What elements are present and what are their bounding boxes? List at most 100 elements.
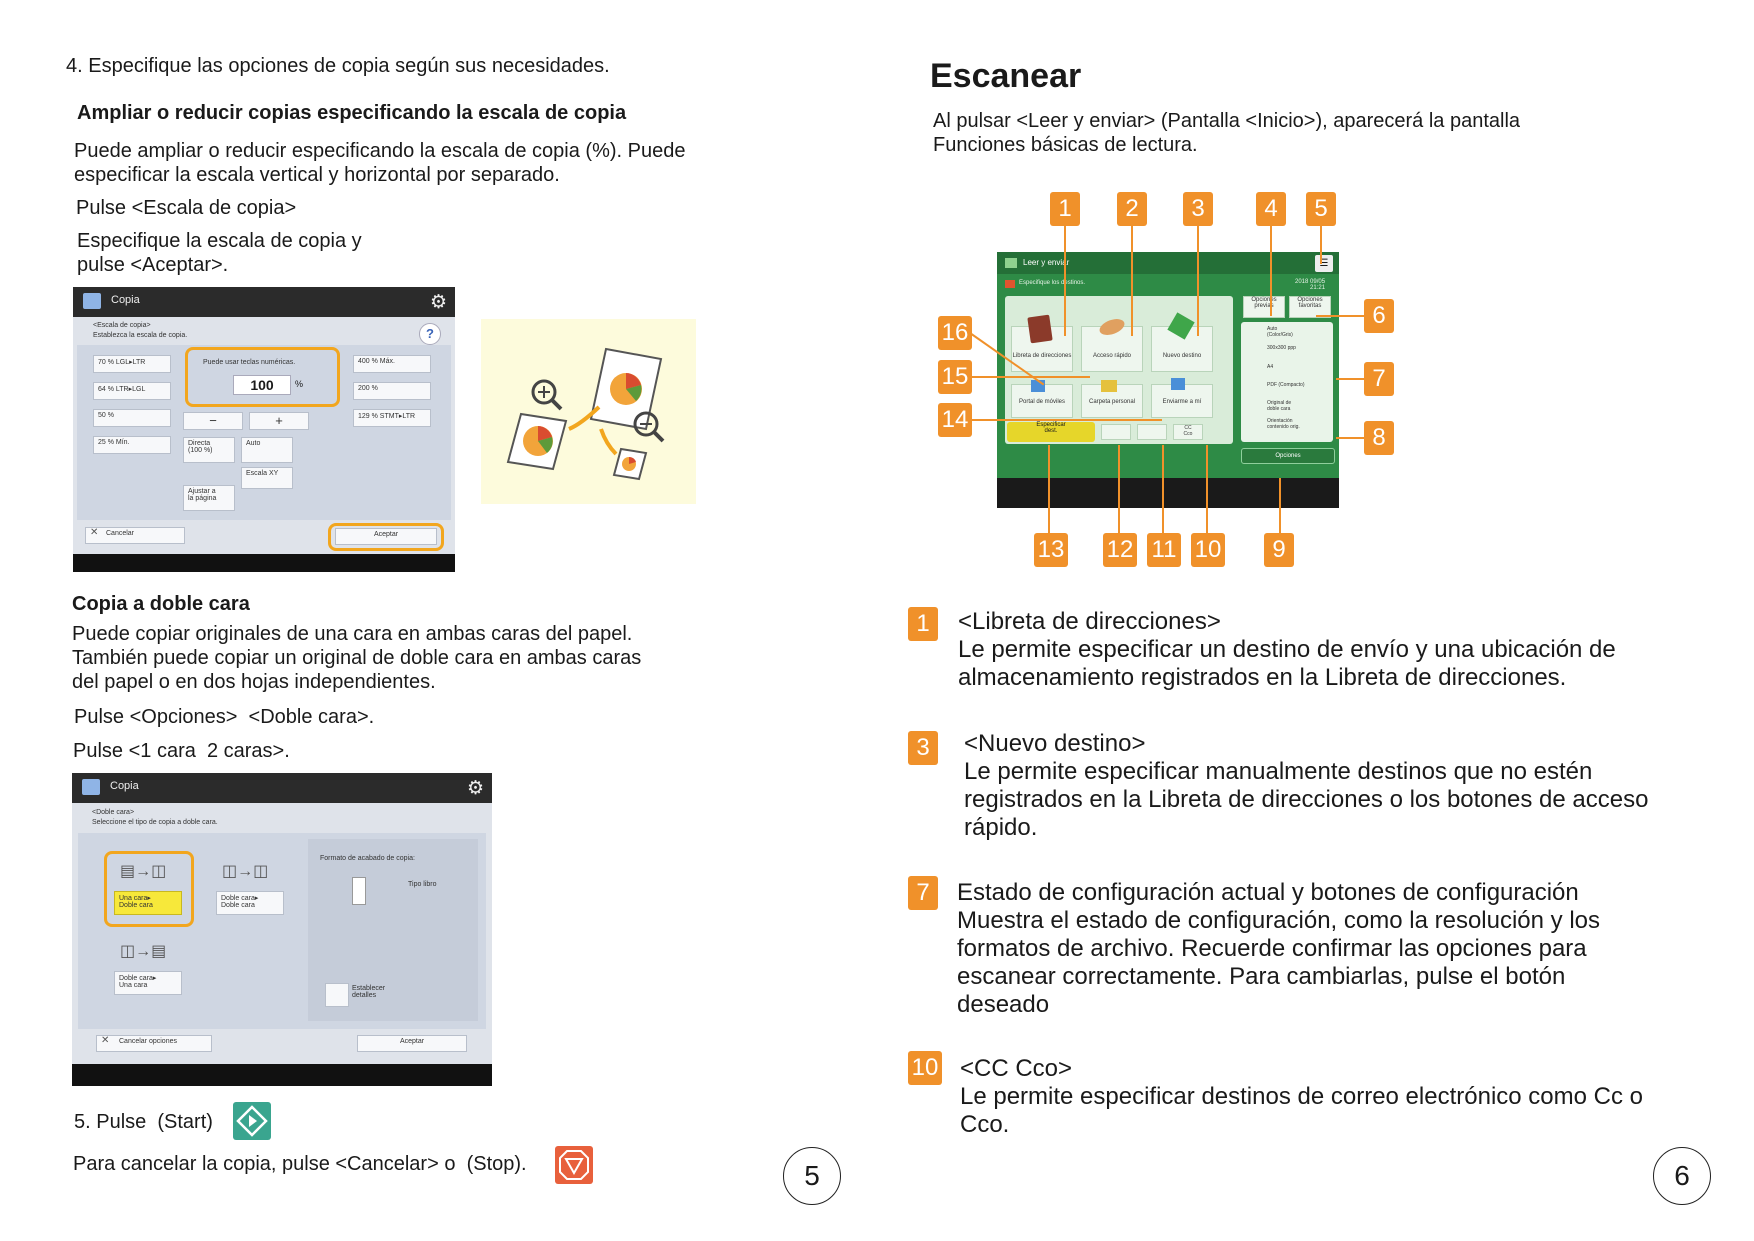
- scan-screen-footer: [997, 478, 1339, 508]
- ratio-value-field[interactable]: 100: [233, 375, 291, 395]
- ratio-preset-4[interactable]: 25 % Mín.: [93, 436, 171, 454]
- screen-title-bar: Copia ⚙: [72, 773, 492, 803]
- cc-bcc-button[interactable]: CC Cco: [1173, 424, 1203, 440]
- page-number-right: 6: [1653, 1147, 1711, 1205]
- zoom-illustration-svg: [506, 347, 665, 481]
- scan-screenshot: Leer y enviar ☰ Especifique los destinos…: [997, 252, 1339, 508]
- item-title-7: Estado de configuración actual y botones…: [957, 879, 1579, 906]
- duplex-paragraph-line-1: Puede copiar originales de una cara en a…: [72, 623, 633, 645]
- cancel-options-button[interactable]: Cancelar opciones: [96, 1035, 212, 1052]
- duplex-screenshot: Copia ⚙ <Doble cara> Seleccione el tipo …: [72, 773, 492, 1086]
- step-5-text: 5. Pulse (Start): [74, 1111, 213, 1133]
- one-to-two-sided-button[interactable]: Una cara▸ Doble cara: [114, 891, 182, 915]
- scan-date: 2018 09/05 21:21: [1295, 279, 1326, 291]
- item-line-7-3: escanear correctamente. Para cambiarlas,…: [957, 963, 1566, 990]
- item-line-7-2: formatos de archivo. Recuerde confirmar …: [957, 935, 1587, 962]
- zoom-out-icon: [633, 411, 665, 443]
- xy-ratio-button[interactable]: Escala XY: [241, 467, 293, 489]
- size-setting[interactable]: A4: [1267, 364, 1274, 370]
- two-to-one-sided-button[interactable]: Doble cara▸ Una cara: [114, 971, 182, 995]
- duplex-pulse-2: Pulse <1 cara 2 caras>.: [73, 740, 290, 762]
- item-line-7-4: deseado: [957, 991, 1050, 1018]
- ratio-preset-1[interactable]: 70 % LGL▸LTR: [93, 355, 171, 373]
- callout-2: 2: [1117, 192, 1147, 226]
- scale-paragraph-line-1: Puede ampliar o reducir especificando la…: [74, 140, 686, 162]
- detail-settings-button[interactable]: [325, 983, 349, 1007]
- scan-button-11[interactable]: [1137, 424, 1167, 440]
- fit-to-page-button[interactable]: Ajustar a la página: [183, 485, 235, 511]
- ratio-preset-5[interactable]: 400 % Máx.: [353, 355, 431, 373]
- item-title-3: <Nuevo destino>: [964, 730, 1146, 757]
- ratio-preset-6[interactable]: 200 %: [353, 382, 431, 400]
- callout-9: 9: [1264, 533, 1294, 567]
- duplex-heading: Copia a doble cara: [72, 593, 250, 615]
- scale-pulse-text: Pulse <Escala de copia>: [76, 197, 297, 219]
- ratio-preset-3[interactable]: 50 %: [93, 409, 171, 427]
- favorite-settings-button[interactable]: Opciones favoritas: [1289, 296, 1331, 318]
- duplex-option-highlight: [104, 851, 194, 927]
- small-page-icon: [612, 447, 648, 481]
- cancel-x-icon: ✕: [90, 527, 99, 538]
- duplex-pulse-1: Pulse <Opciones> <Doble cara>.: [74, 706, 375, 728]
- destination-prompt: Especifique los destinos.: [1019, 280, 1086, 286]
- options-button[interactable]: Opciones: [1241, 448, 1335, 464]
- menu-icon[interactable]: ☰: [1315, 255, 1333, 272]
- screen-title-bar: Copia ⚙: [73, 287, 455, 317]
- settings-gear-icon[interactable]: ⚙: [466, 778, 484, 799]
- item-line-3-1: Le permite especificar manualmente desti…: [964, 758, 1593, 785]
- finish-format-value: Tipo libro: [408, 881, 437, 888]
- callout-line-4: [1270, 224, 1272, 316]
- auto-ratio-button[interactable]: Auto: [241, 437, 293, 463]
- ratio-preset-7[interactable]: 129 % STMT▸LTR: [353, 409, 431, 427]
- callout-line-12: [1118, 445, 1120, 540]
- color-setting[interactable]: Auto (Color/Gris): [1267, 326, 1293, 338]
- callout-line-5: [1320, 224, 1322, 264]
- address-book-button[interactable]: Libreta de direcciones: [1011, 326, 1073, 372]
- accept-button[interactable]: Aceptar: [335, 528, 437, 545]
- callout-line-6: [1316, 315, 1366, 317]
- resolution-setting[interactable]: 300x300 ppp: [1267, 345, 1296, 351]
- duplex-paragraph-line-2: También puede copiar un original de dobl…: [72, 647, 642, 669]
- direct-ratio-button[interactable]: Directa (100 %): [183, 437, 235, 463]
- two-to-two-sided-button[interactable]: Doble cara▸ Doble cara: [216, 891, 284, 915]
- cancel-button[interactable]: Cancelar: [85, 527, 185, 544]
- scan-button-12[interactable]: [1101, 424, 1131, 440]
- item-badge-3: 3: [908, 731, 938, 765]
- previous-settings-button[interactable]: Opciones previas: [1243, 296, 1285, 318]
- increase-button[interactable]: +: [249, 412, 309, 430]
- item-line-7-1: Muestra el estado de configuración, como…: [957, 907, 1601, 934]
- item-badge-10: 10: [908, 1051, 942, 1085]
- settings-gear-icon[interactable]: ⚙: [429, 292, 447, 313]
- item-line-10-1: Le permite especificar destinos de corre…: [960, 1083, 1643, 1110]
- item-title-10: <CC Cco>: [960, 1055, 1073, 1082]
- callout-6: 6: [1364, 299, 1394, 333]
- settings-panel: [1241, 322, 1333, 442]
- shrink-arrow: [568, 405, 601, 431]
- duplex-page-icon: ◫→◫: [222, 863, 269, 880]
- callout-3: 3: [1183, 192, 1213, 226]
- duplex-original-setting[interactable]: Original de doble cara: [1267, 400, 1292, 412]
- callout-5: 5: [1306, 192, 1336, 226]
- ratio-preset-2[interactable]: 64 % LTR▸LGL: [93, 382, 171, 400]
- help-icon[interactable]: ?: [419, 323, 441, 345]
- callout-7: 7: [1364, 362, 1394, 396]
- decrease-button[interactable]: −: [183, 412, 243, 430]
- screen-subtitle-1: <Escala de copia>: [93, 322, 151, 329]
- scan-title-bar: [997, 252, 1339, 274]
- stop-button-icon: [555, 1146, 593, 1184]
- personal-folder-icon: [1101, 380, 1117, 392]
- accept-highlight: [328, 523, 444, 551]
- callout-line-7: [1336, 378, 1366, 380]
- start-button-icon: [233, 1102, 271, 1140]
- ratio-unit: %: [295, 379, 304, 389]
- accept-button[interactable]: Aceptar: [357, 1035, 467, 1052]
- callout-11: 11: [1147, 533, 1181, 567]
- scan-intro-line-2: Funciones básicas de lectura.: [933, 134, 1198, 156]
- item-line-3-3: rápido.: [964, 814, 1038, 841]
- file-format-setting[interactable]: PDF (Compacto): [1267, 382, 1305, 388]
- send-to-myself-icon: [1171, 378, 1185, 390]
- orientation-setting[interactable]: Orientación contenido orig.: [1267, 418, 1300, 430]
- specify-destination-button[interactable]: Especificar dest.: [1007, 422, 1095, 442]
- callout-8: 8: [1364, 421, 1394, 455]
- item-line-1-1: Le permite especificar un destino de env…: [958, 636, 1616, 663]
